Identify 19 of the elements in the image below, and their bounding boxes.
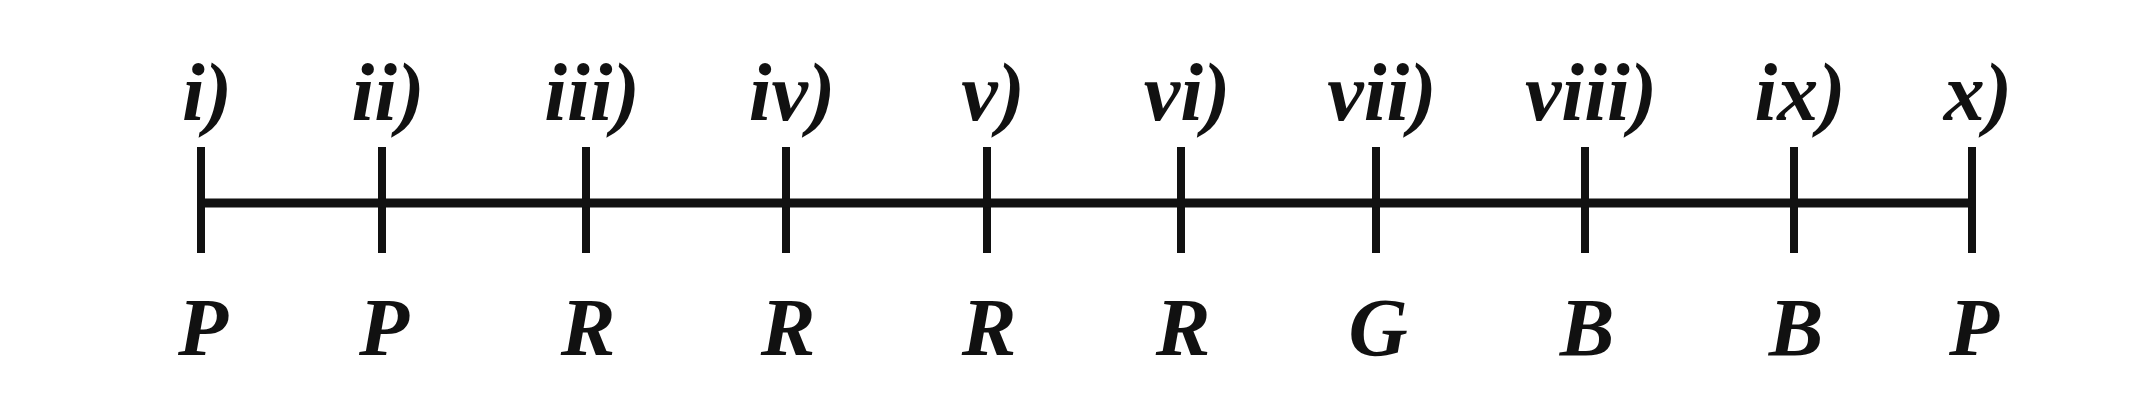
letter-label: R — [1155, 287, 1211, 369]
number-line-segment — [276, 198, 307, 208]
number-line-segment — [1062, 198, 1106, 208]
letter-label: P — [358, 287, 410, 369]
number-line-segment — [457, 198, 511, 208]
number-line-segment — [1256, 198, 1301, 208]
number-line-segment — [1869, 198, 1897, 208]
letter-label: R — [760, 287, 816, 369]
number-line-segment — [661, 198, 711, 208]
letter-label: P — [177, 287, 229, 369]
letter-label: P — [1948, 287, 2000, 369]
letter-label: R — [560, 287, 616, 369]
number-line-segment — [1451, 198, 1510, 208]
letter-label: R — [961, 287, 1017, 369]
letter-label: G — [1348, 287, 1408, 369]
letter-label: B — [1768, 287, 1824, 369]
number-line-segment — [1660, 198, 1719, 208]
number-line-segment — [861, 198, 912, 208]
letter-label: B — [1559, 287, 1615, 369]
